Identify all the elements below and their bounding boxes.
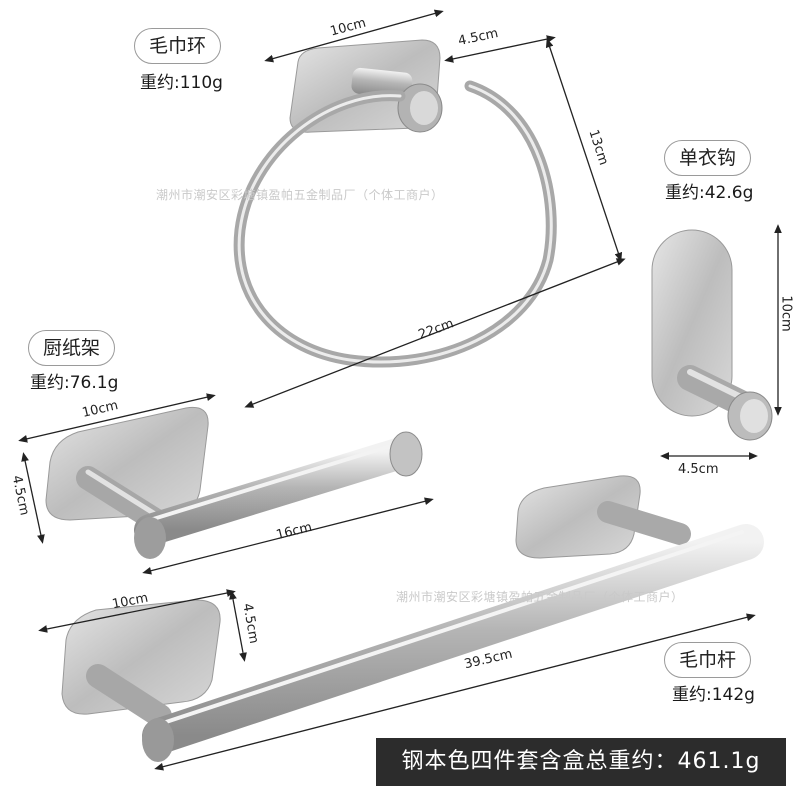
paper-holder-weight: 重约:76.1g: [30, 373, 119, 393]
paper-holder-name: 厨纸架: [28, 330, 116, 366]
towel-ring-name: 毛巾环: [134, 28, 222, 64]
single-hook-name: 单衣钩: [664, 140, 752, 176]
watermark-bottom: 潮州市潮安区彩塘镇盈帕五金制品厂（个体工商户）: [396, 590, 684, 604]
dimension-lines: [18, 9, 782, 771]
towel-bar-weight: 重约:142g: [672, 685, 755, 705]
single-hook-weight: 重约:42.6g: [665, 183, 754, 203]
towel-bar-name: 毛巾杆: [664, 642, 752, 678]
dim-hook-depth: 4.5cm: [678, 462, 719, 477]
single-hook: [651, 229, 773, 441]
towel-ring-weight: 重约:110g: [140, 73, 223, 93]
dim-hook-height: 10cm: [778, 295, 794, 332]
total-weight-banner: 钢本色四件套含盒总重约：461.1g: [376, 738, 786, 786]
watermark-top: 潮州市潮安区彩塘镇盈帕五金制品厂（个体工商户）: [156, 188, 444, 202]
paper-holder: [45, 406, 423, 559]
